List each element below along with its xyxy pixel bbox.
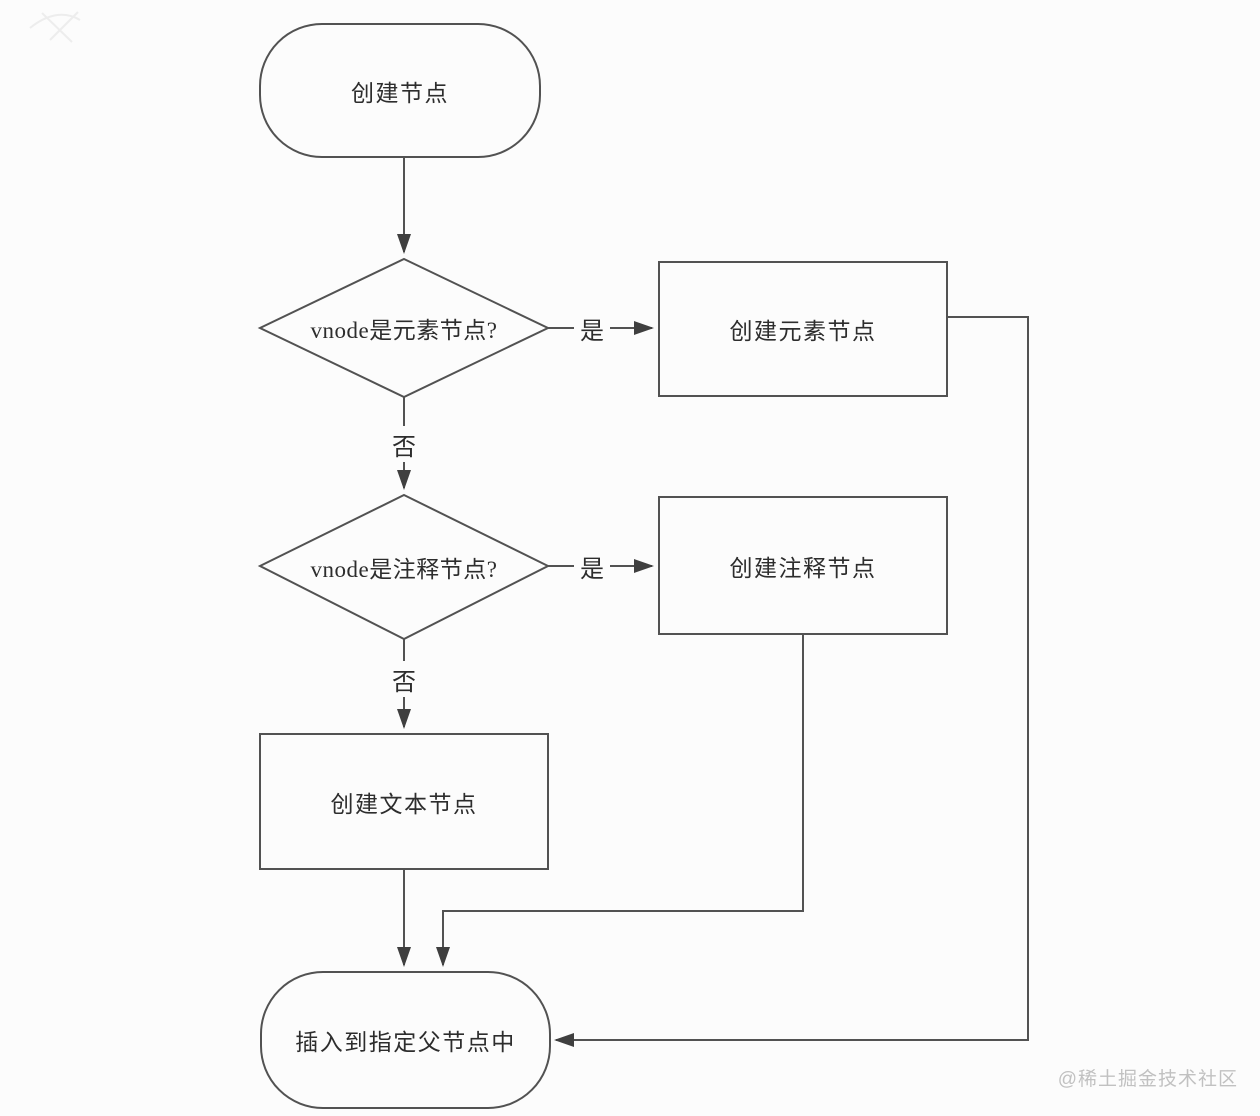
node-create-element-shape: [658, 261, 948, 397]
node-start-shape: [259, 23, 541, 158]
edge-label-no-comment: 否: [386, 661, 422, 697]
node-is-comment-shape: [257, 493, 551, 641]
edge-label-yes-comment: 是: [574, 548, 610, 584]
watermark: @稀土掘金技术社区: [1057, 1069, 1238, 1090]
node-insert-parent-shape: [260, 971, 551, 1109]
node-is-comment-label: vnode是注释节点?: [310, 557, 498, 582]
node-start-label: 创建节点: [351, 80, 449, 106]
node-insert-parent-label: 插入到指定父节点中: [295, 1030, 516, 1055]
scan-artifact: [29, 11, 81, 43]
node-create-text-label: 创建文本节点: [330, 791, 478, 817]
edge-label-no-element: 否: [386, 426, 422, 462]
node-create-element-label: 创建元素节点: [729, 319, 877, 344]
node-create-text-shape: [259, 733, 549, 870]
node-create-comment-shape: [658, 496, 948, 635]
node-is-element-shape: [257, 257, 551, 399]
edge-create-element-to-insert: [554, 316, 1029, 1047]
node-create-comment-label: 创建注释节点: [729, 555, 877, 581]
edge-create-comment-to-insert: [436, 634, 804, 967]
node-is-element-label: vnode是元素节点?: [310, 318, 498, 343]
edge-label-yes-element: 是: [574, 310, 610, 346]
